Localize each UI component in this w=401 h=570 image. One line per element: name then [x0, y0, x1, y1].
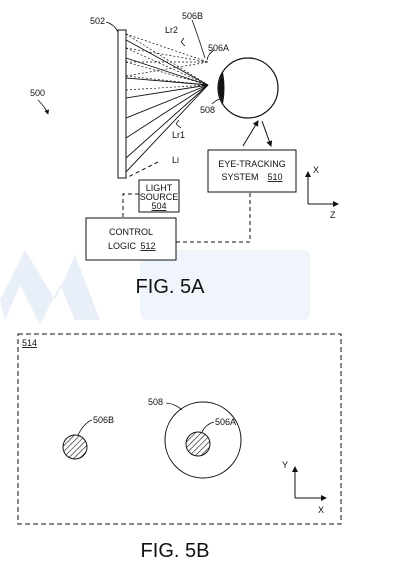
watermark-logo [0, 250, 310, 325]
display-panel [117, 29, 127, 179]
ray-lr1-label: Lr1 [172, 130, 185, 140]
ray-lr2-label: Lr2 [165, 25, 178, 35]
ref-506a: 506A [208, 43, 229, 53]
eye-tracking-box [207, 149, 297, 193]
axis-z-label: Z [330, 210, 336, 220]
eye [217, 57, 279, 119]
eye-tracking-arrows [242, 120, 273, 147]
fig-5a-caption: FIG. 5A [136, 276, 206, 298]
label-506a: 506A [215, 417, 236, 427]
leader-lines-5a [37, 19, 223, 129]
hatched-spot-506b [62, 434, 88, 460]
ref-506b: 506B [182, 11, 203, 21]
control-connections [122, 192, 251, 243]
leader-506a [201, 421, 215, 433]
ray-li-label: Li [172, 155, 179, 165]
label-508: 508 [148, 397, 163, 407]
eye-tracking-ref: 510 [267, 172, 282, 182]
eyebox-frame [17, 333, 342, 525]
axes-yx [292, 466, 327, 501]
pupil-circle-508 [164, 401, 242, 479]
light-source-line1: LIGHT [146, 183, 173, 193]
control-logic-box [85, 217, 177, 261]
reflected-rays-lr1 [125, 39, 209, 173]
axis-x-label: X [313, 165, 319, 175]
light-source-ref: 504 [151, 201, 166, 211]
reflected-rays-lr2 [125, 33, 209, 91]
eye-tracking-line1: EYE-TRACKING [218, 159, 286, 169]
axis-y-label: Y [282, 460, 288, 470]
fig-5b: 514 506B 508 506A Y X FIG. 5B [17, 333, 342, 562]
control-logic-ref: 512 [140, 241, 155, 251]
label-506b: 506B [93, 415, 114, 425]
eye-tracking-line2: SYSTEM [221, 172, 258, 182]
ref-514: 514 [22, 338, 37, 348]
leader-508 [165, 402, 183, 411]
fig-5a: LIGHT SOURCE 504 EYE-TRACKING SYSTEM 510… [30, 11, 339, 298]
control-logic-line1: CONTROL [109, 227, 153, 237]
hatched-spot-506a [185, 431, 211, 457]
incident-ray-li [125, 161, 159, 179]
ref-508: 508 [200, 105, 215, 115]
axes-xz [305, 171, 339, 207]
leader-506b [77, 419, 93, 436]
light-source-box [138, 179, 180, 213]
light-source-line2: SOURCE [140, 192, 179, 202]
ref-500: 500 [30, 88, 45, 98]
fig-5b-caption: FIG. 5B [141, 540, 210, 562]
axis-x-label-5b: X [318, 505, 324, 515]
control-logic-line2: LOGIC [108, 241, 137, 251]
ref-502: 502 [90, 16, 105, 26]
